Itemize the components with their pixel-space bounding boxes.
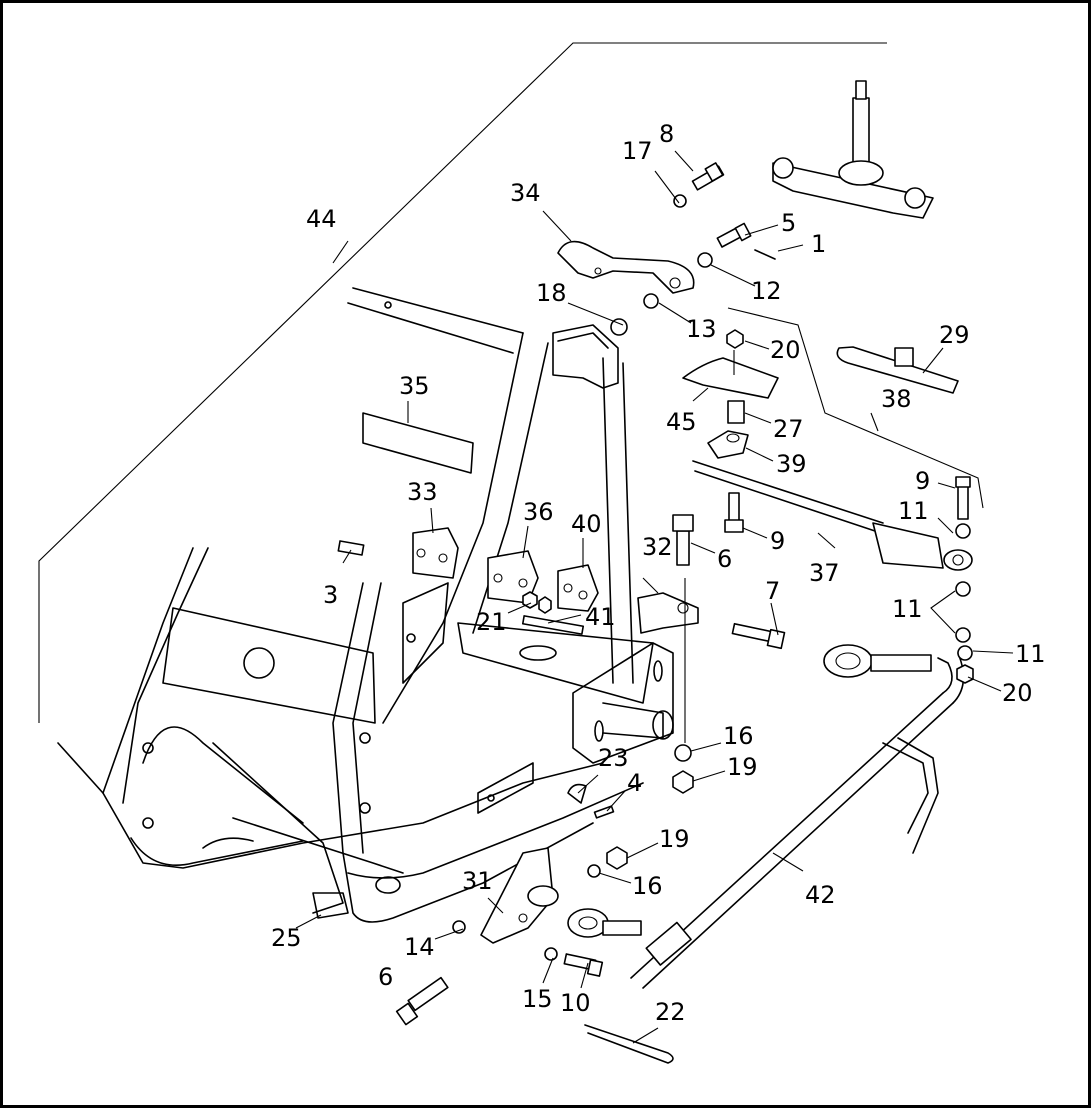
callout-32: 32 <box>642 533 673 561</box>
callout-6-lower: 6 <box>378 963 393 991</box>
callout-19-upper: 19 <box>727 753 758 781</box>
callout-18: 18 <box>536 279 567 307</box>
part-34-lever <box>557 240 695 294</box>
callout-20-lower: 20 <box>1002 679 1033 707</box>
callout-38: 38 <box>881 385 912 413</box>
callout-11-a: 11 <box>898 497 929 525</box>
callout-31: 31 <box>462 867 493 895</box>
callout-8: 8 <box>659 120 674 148</box>
steering-stem <box>772 80 934 219</box>
callout-14: 14 <box>404 933 435 961</box>
part-37-linkage <box>692 460 973 571</box>
leader-lines <box>295 150 1014 1044</box>
callout-11-b: 11 <box>892 595 923 623</box>
callout-16-lower: 16 <box>632 872 663 900</box>
callout-39: 39 <box>776 450 807 478</box>
callout-23: 23 <box>598 744 629 772</box>
callout-4: 4 <box>627 769 642 797</box>
callout-13: 13 <box>686 315 717 343</box>
upper-rod-end <box>823 644 932 678</box>
callout-40: 40 <box>571 510 602 538</box>
callout-25: 25 <box>271 924 302 952</box>
callout-19-lower: 19 <box>659 825 690 853</box>
callout-9-upper: 9 <box>915 467 930 495</box>
callout-6-upper: 6 <box>717 545 732 573</box>
callout-5: 5 <box>781 209 796 237</box>
part-38-line <box>727 307 984 509</box>
callout-20-upper: 20 <box>770 336 801 364</box>
callout-33: 33 <box>407 478 438 506</box>
parts-diagram: 1 3 4 5 6 6 7 8 9 9 10 11 11 11 12 13 14… <box>38 42 1046 1064</box>
callout-44: 44 <box>306 205 337 233</box>
callout-27: 27 <box>773 415 804 443</box>
part-31-bracket <box>480 847 559 944</box>
brackets <box>412 527 599 612</box>
callout-35: 35 <box>399 372 430 400</box>
part-35-strap <box>362 412 474 474</box>
lower-rod-end <box>567 908 642 938</box>
frame <box>57 287 674 923</box>
callout-9-lower: 9 <box>770 527 785 555</box>
callout-37: 37 <box>809 559 840 587</box>
bolts <box>337 162 971 1064</box>
frame-section-outline <box>38 42 887 723</box>
callout-29: 29 <box>939 321 970 349</box>
callout-1: 1 <box>811 230 826 258</box>
callout-15: 15 <box>522 985 553 1013</box>
parts-45-27-39 <box>682 357 779 459</box>
callout-16-upper: 16 <box>723 722 754 750</box>
callout-36: 36 <box>523 498 554 526</box>
part-32-clevis <box>637 592 699 634</box>
washers-nuts <box>452 194 974 961</box>
callout-22: 22 <box>655 998 686 1026</box>
callout-3: 3 <box>323 581 338 609</box>
part-29 <box>836 346 959 394</box>
callout-34: 34 <box>510 179 541 207</box>
part-42-rod <box>630 652 965 989</box>
callout-42: 42 <box>805 881 836 909</box>
callout-10: 10 <box>560 989 591 1017</box>
callout-41: 41 <box>585 603 616 631</box>
callout-21: 21 <box>476 608 507 636</box>
callouts: 1 3 4 5 6 6 7 8 9 9 10 11 11 11 12 13 14… <box>271 120 1046 1026</box>
callout-11-c: 11 <box>1015 640 1046 668</box>
callout-45: 45 <box>666 408 697 436</box>
callout-17: 17 <box>622 137 653 165</box>
callout-7: 7 <box>765 577 780 605</box>
callout-12: 12 <box>751 277 782 305</box>
